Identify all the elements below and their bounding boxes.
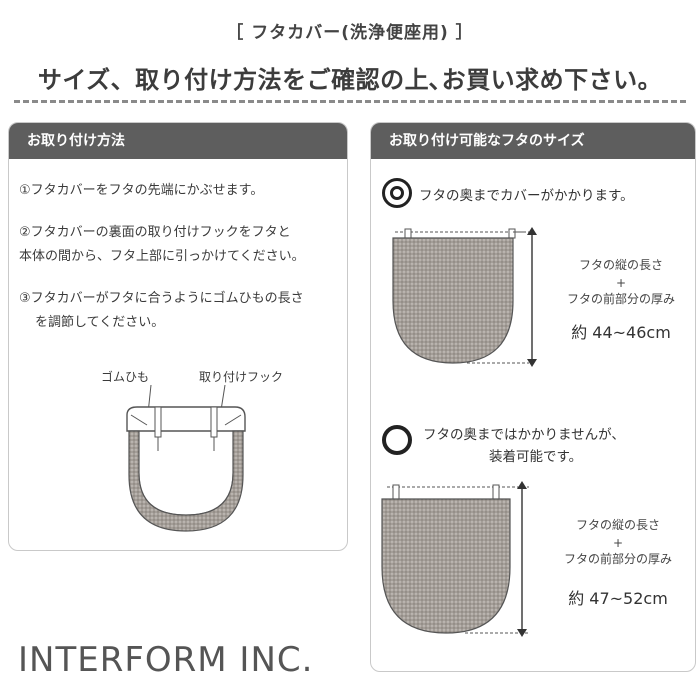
case2-note-line1: フタの縦の長さ — [575, 518, 660, 532]
case2-size: 約 47~52cm — [568, 589, 668, 608]
install-step-2-cont: 本体の間から、フタ上部に引っかけてください。 — [19, 249, 305, 264]
circle-icon — [382, 425, 412, 455]
page-subtitle: ［ フタカバー(洗浄便座用) ］ — [226, 23, 474, 43]
case1-size: 約 44~46cm — [571, 323, 671, 342]
case1-arrow — [527, 227, 537, 367]
case1-note-plus: + — [615, 276, 627, 290]
hook-label: 取り付けフック — [199, 370, 284, 384]
install-panel-title: お取り付け方法 — [9, 123, 347, 159]
case2-caption-line2: 装着可能です。 — [489, 449, 583, 465]
dashed-divider — [14, 100, 686, 103]
install-panel: お取り付け方法 ①フタカバーをフタの先端にかぶせます。 ②フタカバーの裏面の取り… — [8, 122, 348, 551]
install-step-3-cont: を調節してください。 — [35, 315, 165, 330]
case2-caption-line1: フタの奥まではかかりませんが、 — [423, 427, 625, 443]
page-headline: サイズ、取り付け方法をご確認の上､お買い求め下さい。 — [37, 66, 663, 94]
case1-diagram — [392, 228, 529, 364]
double-circle-icon — [382, 178, 412, 208]
brand-logo: INTERFORM INC. — [18, 640, 314, 680]
install-diagram — [126, 385, 246, 532]
install-step-2: ②フタカバーの裏面の取り付けフックをフタと — [19, 225, 291, 240]
install-step-1: ①フタカバーをフタの先端にかぶせます。 — [19, 183, 264, 198]
size-panel: お取り付け可能なフタのサイズ フタの奥までカバーがかかります。 フタの縦の長さ … — [370, 122, 696, 672]
case1-note-line2: フタの前部分の厚み — [566, 292, 675, 306]
case2-note-plus: + — [612, 536, 624, 550]
elastic-label: ゴムひも — [101, 370, 150, 384]
case1-caption: フタの奥までカバーがかかります。 — [419, 188, 634, 204]
case2-note-line2: フタの前部分の厚み — [563, 552, 672, 566]
case2-arrow — [517, 481, 527, 637]
case1-note-line1: フタの縦の長さ — [578, 258, 663, 272]
case2-diagram — [381, 484, 529, 634]
size-panel-title: お取り付け可能なフタのサイズ — [371, 123, 695, 159]
install-step-3: ③フタカバーがフタに合うようにゴムひもの長さ — [19, 291, 304, 306]
